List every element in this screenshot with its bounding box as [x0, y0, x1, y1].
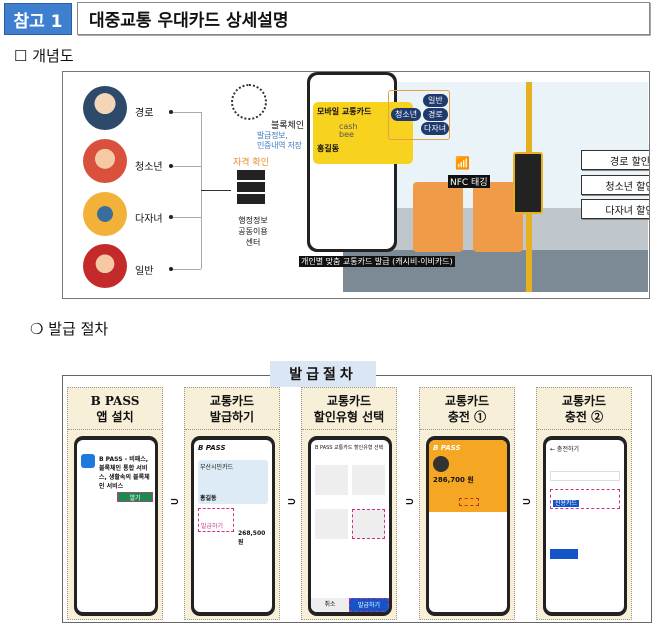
- section-procedure: ❍ 발급 절차: [30, 318, 108, 339]
- discount-box: 청소년 할인: [581, 175, 649, 195]
- open-button[interactable]: 열기: [117, 492, 153, 502]
- type-selector: [388, 90, 450, 140]
- blockchain-title: 블록체인: [271, 121, 305, 131]
- step-title: 앱 설치: [96, 410, 134, 424]
- elderly-avatar: [83, 86, 127, 130]
- reference-tag: 참고 1: [4, 3, 72, 35]
- step-title: 교통카드: [209, 394, 255, 408]
- type-chip: 다자녀: [421, 122, 450, 135]
- credit-card-option[interactable]: 신용카드: [553, 500, 580, 507]
- card-logo: cash: [339, 122, 358, 131]
- step-title: 교통카드: [444, 394, 490, 408]
- page-title: 대중교통 우대카드 상세설명: [77, 2, 650, 35]
- card-name: 부산시민카드: [200, 464, 234, 471]
- circle-bullet: ❍: [30, 320, 44, 338]
- screen-title: ← 충전하기: [550, 446, 580, 453]
- step-title: 발급하기: [209, 410, 255, 424]
- balance: 268,500 원: [238, 530, 266, 546]
- general-avatar: [83, 244, 127, 288]
- type-chip: 경로: [423, 108, 448, 121]
- family-avatar: [83, 192, 127, 236]
- arrow-icon: ⊃: [287, 495, 297, 508]
- app-brand: B PASS: [315, 75, 347, 84]
- card-reader: [513, 152, 543, 214]
- concept-diagram: 경로 청소년 다자녀 일반 블록체인 발급정보, 인증내역 저장 자격 확인 행…: [62, 71, 650, 299]
- app-name: B PASS - 비패스, 블록체인 통합 서비스, 생활속의 블록체인 서비스: [99, 456, 150, 490]
- issue-button[interactable]: 발급하기: [198, 508, 234, 532]
- center-line: 행정정보: [238, 216, 268, 225]
- arrow-icon: ⊃: [170, 495, 180, 508]
- app-icon: [81, 454, 95, 468]
- step-1: B PASS 앱 설치 B PASS - 비패스, 블록체인 통합 서비스, 생활…: [67, 387, 163, 620]
- cancel-button[interactable]: 취소: [311, 598, 349, 612]
- server-icon: [237, 170, 265, 206]
- screen-title: B PASS 교통카드 할인유형 선택: [315, 445, 384, 451]
- card-holder: 홍길동: [317, 144, 340, 153]
- type-chip: 청소년: [391, 108, 422, 121]
- bus-seat: [413, 182, 463, 252]
- section-title: 발급 절차: [48, 320, 109, 338]
- discount-box: 다자녀 할인: [581, 199, 649, 219]
- type-chip: 일반: [423, 94, 448, 107]
- person-label: 일반: [135, 266, 154, 277]
- diagram-caption: 개인별 맞춤 교통카드 발급 (캐시비-이비카드): [299, 256, 455, 267]
- step-title: 교통카드: [561, 394, 607, 408]
- step-title: 할인유형 선택: [313, 410, 385, 424]
- app-brand: B PASS: [198, 444, 226, 452]
- card-logo: bee: [339, 130, 354, 139]
- section-title: 개념도: [32, 47, 74, 65]
- person-label: 청소년: [135, 162, 163, 173]
- blockchain-desc: 발급정보,: [257, 131, 288, 140]
- step-title: 충전 ①: [447, 410, 487, 424]
- person-label: 다자녀: [135, 214, 163, 225]
- checkbox-bullet: ☐: [14, 47, 28, 65]
- nfc-label: NFC 태깅: [448, 175, 490, 188]
- step-title: 충전 ②: [564, 410, 604, 424]
- charge-button[interactable]: [459, 498, 479, 506]
- arrow-icon: ⊃: [405, 495, 415, 508]
- discount-box: 경로 할인: [581, 150, 649, 170]
- verify-label: 자격 확인: [233, 158, 269, 168]
- app-brand: B PASS: [433, 444, 461, 452]
- section-concept: ☐ 개념도: [14, 45, 74, 66]
- card-title: 모바일 교통카드: [317, 107, 372, 116]
- arrow-icon: ⊃: [522, 495, 532, 508]
- holder-name: 홍길동: [200, 495, 217, 502]
- procedure-label: 발급절차: [270, 361, 376, 387]
- issue-button[interactable]: 발급하기: [349, 598, 389, 612]
- balance: 286,700 원: [433, 476, 474, 484]
- blockchain-desc: 인증내역 저장: [257, 141, 302, 150]
- person-label: 경로: [135, 108, 154, 119]
- wifi-icon: 📶: [455, 156, 470, 170]
- youth-avatar: [83, 139, 127, 183]
- step-title: B PASS: [90, 394, 140, 408]
- step-title: 교통카드: [326, 394, 372, 408]
- center-line: 공동이용센터: [238, 227, 268, 247]
- blockchain-icon: [231, 84, 267, 120]
